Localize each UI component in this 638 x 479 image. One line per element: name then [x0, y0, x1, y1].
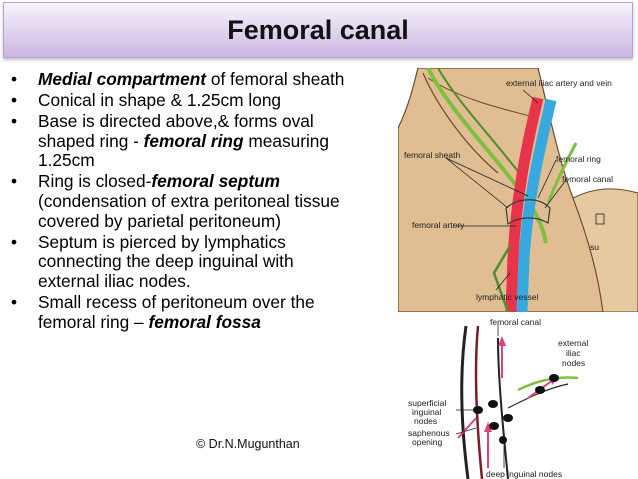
label-superficial-3: nodes: [414, 416, 437, 426]
bullet-text: of femoral sheath: [206, 69, 345, 89]
label-su: su: [590, 242, 599, 252]
bullet-item: • Medial compartment of femoral sheath: [8, 69, 353, 90]
label-femoral-sheath: femoral sheath: [404, 150, 460, 160]
bullet-text: (condensation of extra peritoneal tissue…: [38, 191, 340, 231]
bullet-text: Small recess of peritoneum over the femo…: [38, 292, 315, 332]
page-title: Femoral canal: [227, 14, 409, 45]
bullet-item: • Ring is closed-femoral septum (condens…: [8, 172, 353, 231]
label-femoral-artery: femoral artery: [412, 220, 465, 230]
label-superficial-2: inguinal: [412, 407, 441, 417]
bullet-text: measuring 1.25cm: [38, 130, 330, 171]
title-bar: Femoral canal: [3, 2, 633, 58]
bullet-dot: •: [10, 111, 18, 132]
bullet-dot: •: [10, 292, 18, 313]
emphasis-text: femoral septum: [151, 171, 281, 192]
label-femoral-canal: femoral canal: [562, 174, 613, 184]
label-femoral-canal-2: femoral canal: [490, 318, 541, 327]
bullet-item: • Septum is pierced by lymphatics connect…: [8, 231, 353, 292]
label-external-iliac-nodes-1: external: [558, 338, 588, 348]
label-femoral-ring: femoral ring: [556, 154, 601, 164]
bullet-dot: •: [10, 69, 18, 89]
femoral-sheath-diagram: external iliac artery and vein femoral s…: [398, 68, 638, 312]
label-saphenous-1: saphenous: [408, 428, 450, 438]
emphasis-text: femoral ring: [143, 130, 244, 151]
emphasis-text: Medial compartment: [38, 69, 207, 89]
lymph-drainage-diagram: femoral canal external iliac nodes super…: [398, 318, 638, 479]
bullet-item: • Conical in shape & 1.25cm long: [8, 90, 353, 111]
label-external-iliac-nodes-3: nodes: [562, 358, 585, 368]
label-lymphatic-vessel: lymphatic vessel: [476, 292, 538, 302]
bullet-text: Conical in shape & 1.25cm long: [38, 90, 282, 111]
bullet-list: • Medial compartment of femoral sheath • Co…: [8, 69, 353, 334]
credit-text: © Dr.N.Mugunthan: [196, 437, 300, 451]
bullet-item: • Small recess of peritoneum over the fem…: [8, 292, 353, 332]
label-deep-inguinal: deep inguinal nodes: [486, 469, 562, 479]
label-superficial-1: superficial: [408, 398, 446, 408]
label-saphenous-2: opening: [412, 437, 443, 447]
bullet-text: Septum is pierced by lymphatics connecti…: [38, 231, 294, 291]
bullet-dot: •: [10, 171, 18, 192]
label-external-iliac-nodes-2: iliac: [566, 348, 581, 358]
emphasis-text: femoral fossa: [148, 311, 261, 332]
bullet-text: Base is directed above,& forms oval shap…: [38, 111, 314, 151]
bullet-dot: •: [10, 90, 18, 111]
bullet-dot: •: [10, 231, 18, 252]
bullet-text: Ring is closed-: [38, 171, 152, 192]
label-external-iliac: external iliac artery and vein: [506, 78, 612, 88]
bullet-item: • Base is directed above,& forms oval sha…: [8, 111, 353, 171]
